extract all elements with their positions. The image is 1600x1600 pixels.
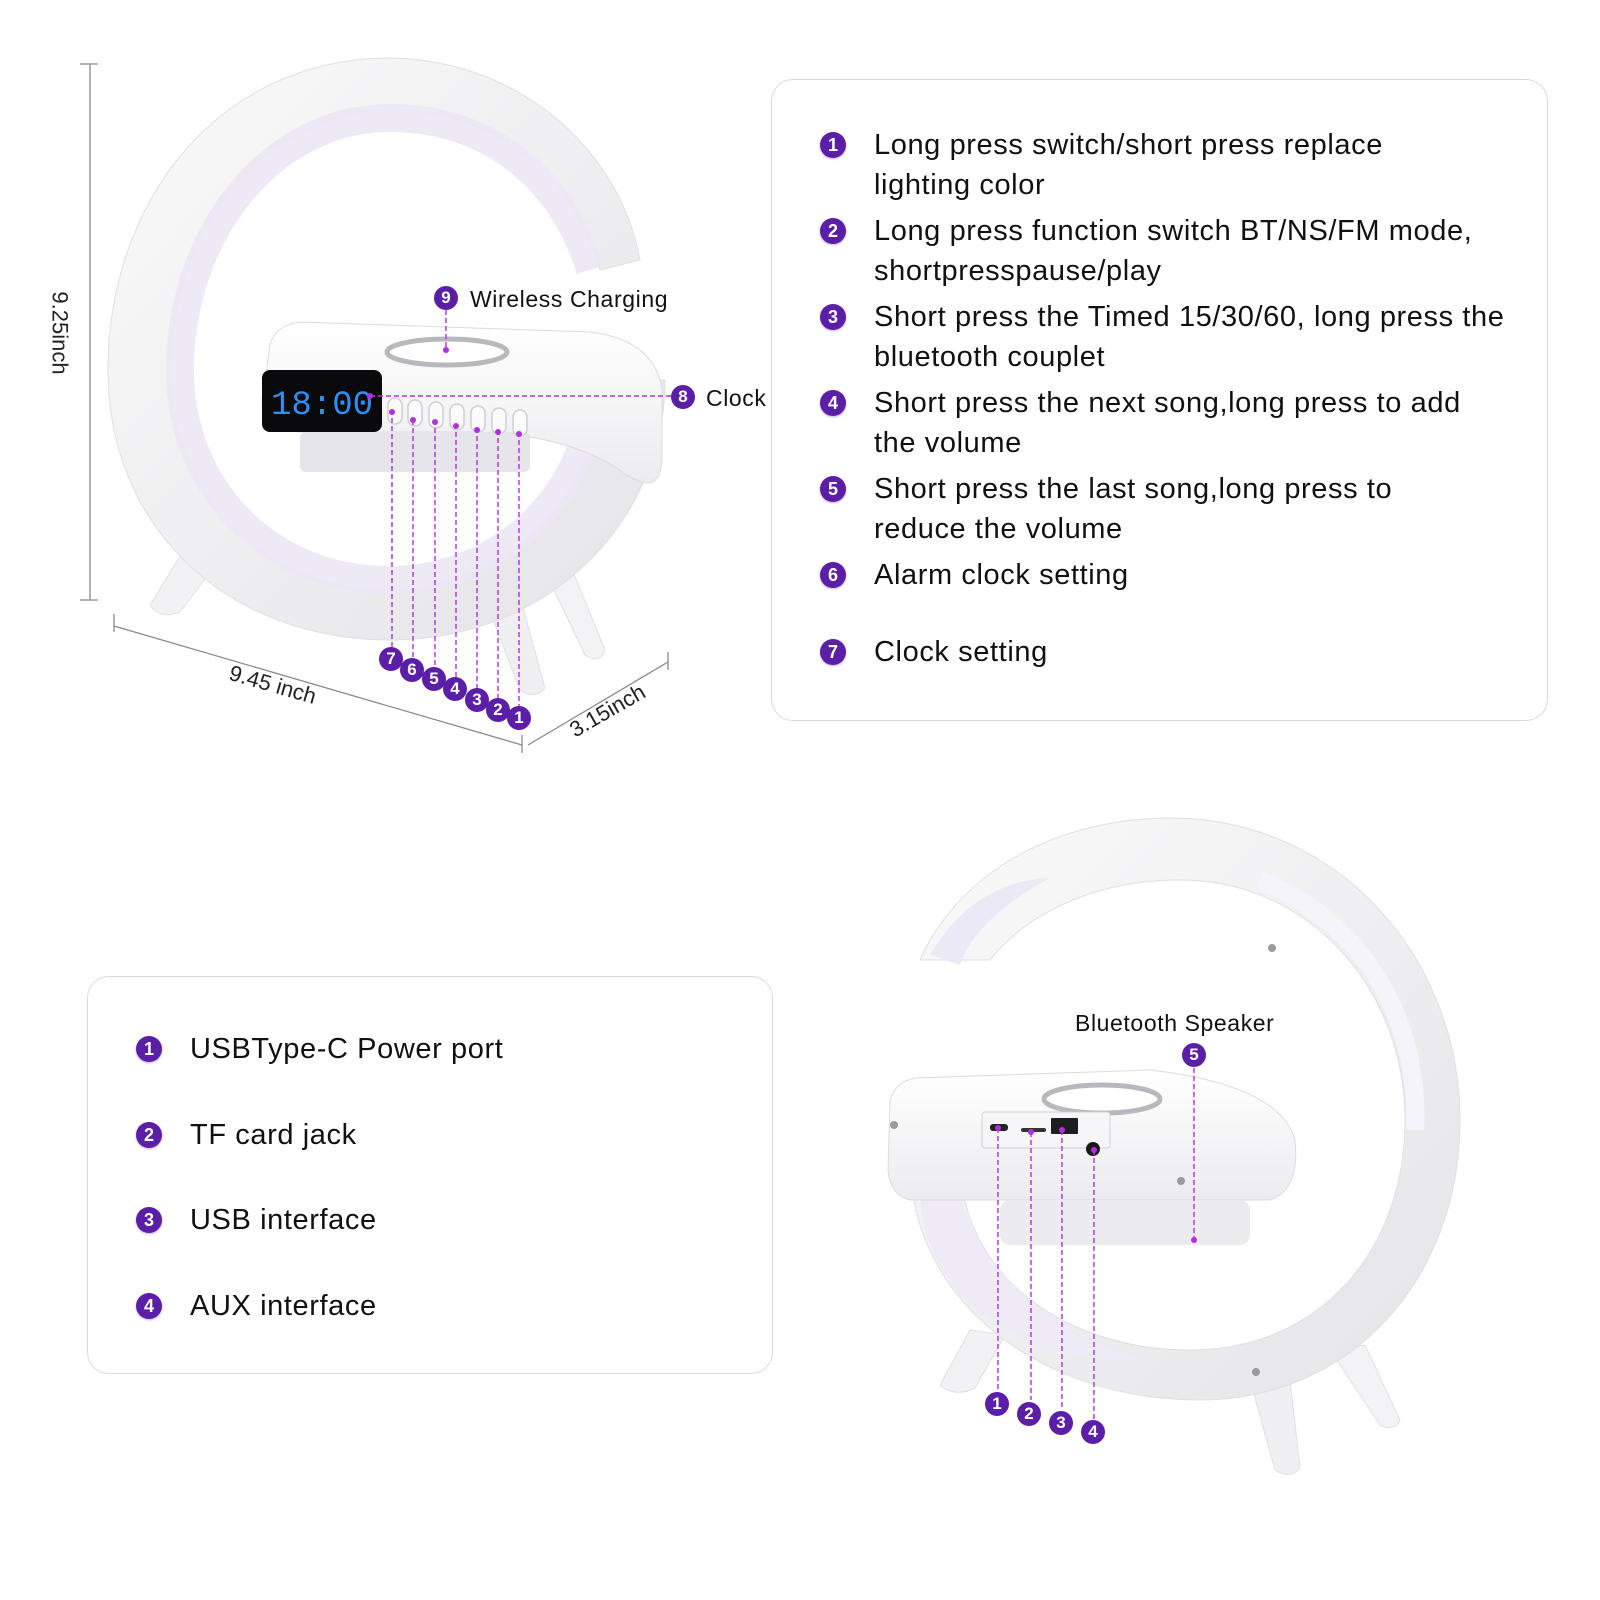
top-lamp-illustration: 18:00: [80, 57, 672, 753]
port-text: TF card jack: [190, 1119, 357, 1151]
button-functions-panel: 1 Long press switch/short press replace …: [771, 79, 1548, 721]
function-text: Clock setting: [874, 636, 1048, 668]
function-text: Long press function switch BT/NS/FM mode…: [874, 215, 1473, 287]
callout-label-clock: Clock: [706, 385, 767, 411]
function-text: Short press the next song,long press to …: [874, 387, 1461, 459]
clock-digits: 18:00: [271, 387, 373, 425]
number-badge: 2: [820, 218, 846, 244]
button-badge-2: 2: [486, 698, 510, 722]
function-text: Short press the Timed 15/30/60, long pre…: [874, 301, 1505, 373]
button-badge-6: 6: [400, 658, 424, 682]
port-text: USBType-C Power port: [190, 1033, 504, 1065]
port-item-4: 4 AUX interface: [136, 1286, 377, 1326]
port-item-3: 3 USB interface: [136, 1200, 377, 1240]
number-badge: 4: [820, 390, 846, 416]
port-item-1: 1 USBType-C Power port: [136, 1029, 503, 1069]
port-badge-1: 1: [985, 1392, 1009, 1416]
function-text: Long press switch/short press replace li…: [874, 129, 1383, 201]
callout-label-bluetooth-speaker: Bluetooth Speaker: [1075, 1010, 1275, 1036]
port-text: USB interface: [190, 1204, 377, 1236]
number-badge: 1: [820, 132, 846, 158]
callout-badge-wireless-charging: 9: [434, 286, 458, 310]
number-badge: 5: [820, 476, 846, 502]
port-badge-3: 3: [1049, 1411, 1073, 1435]
callout-label-wireless-charging: Wireless Charging: [470, 286, 669, 312]
port-badge-4: 4: [1081, 1420, 1105, 1444]
ports-panel: 1 USBType-C Power port 2 TF card jack 3 …: [87, 976, 773, 1374]
function-item-3: 3 Short press the Timed 15/30/60, long p…: [820, 297, 1540, 377]
button-badge-5: 5: [422, 667, 446, 691]
function-item-7: 7 Clock setting: [820, 632, 1540, 672]
number-badge: 4: [136, 1293, 162, 1319]
function-item-4: 4 Short press the next song,long press t…: [820, 383, 1540, 463]
callout-badge-clock: 8: [671, 385, 695, 409]
port-badge-2: 2: [1017, 1402, 1041, 1426]
function-text: Short press the last song,long press to …: [874, 473, 1393, 545]
function-item-2: 2 Long press function switch BT/NS/FM mo…: [820, 211, 1540, 291]
port-item-2: 2 TF card jack: [136, 1115, 357, 1155]
button-badge-7: 7: [379, 647, 403, 671]
function-text: Alarm clock setting: [874, 559, 1129, 591]
number-badge: 1: [136, 1036, 162, 1062]
number-badge: 6: [820, 562, 846, 588]
function-item-6: 6 Alarm clock setting: [820, 555, 1540, 595]
number-badge: 2: [136, 1122, 162, 1148]
button-badge-3: 3: [465, 688, 489, 712]
number-badge: 3: [136, 1207, 162, 1233]
number-badge: 3: [820, 304, 846, 330]
button-badge-4: 4: [443, 677, 467, 701]
button-badge-1: 1: [507, 706, 531, 730]
number-badge: 7: [820, 639, 846, 665]
lcd-clock-display: [262, 370, 382, 432]
height-dimension-label: 9.25inch: [47, 291, 73, 375]
callout-badge-bluetooth-speaker: 5: [1182, 1043, 1206, 1067]
function-item-1: 1 Long press switch/short press replace …: [820, 125, 1520, 205]
bottom-lamp-illustration: [887, 817, 1461, 1475]
function-item-5: 5 Short press the last song,long press t…: [820, 469, 1540, 549]
port-text: AUX interface: [190, 1290, 377, 1322]
